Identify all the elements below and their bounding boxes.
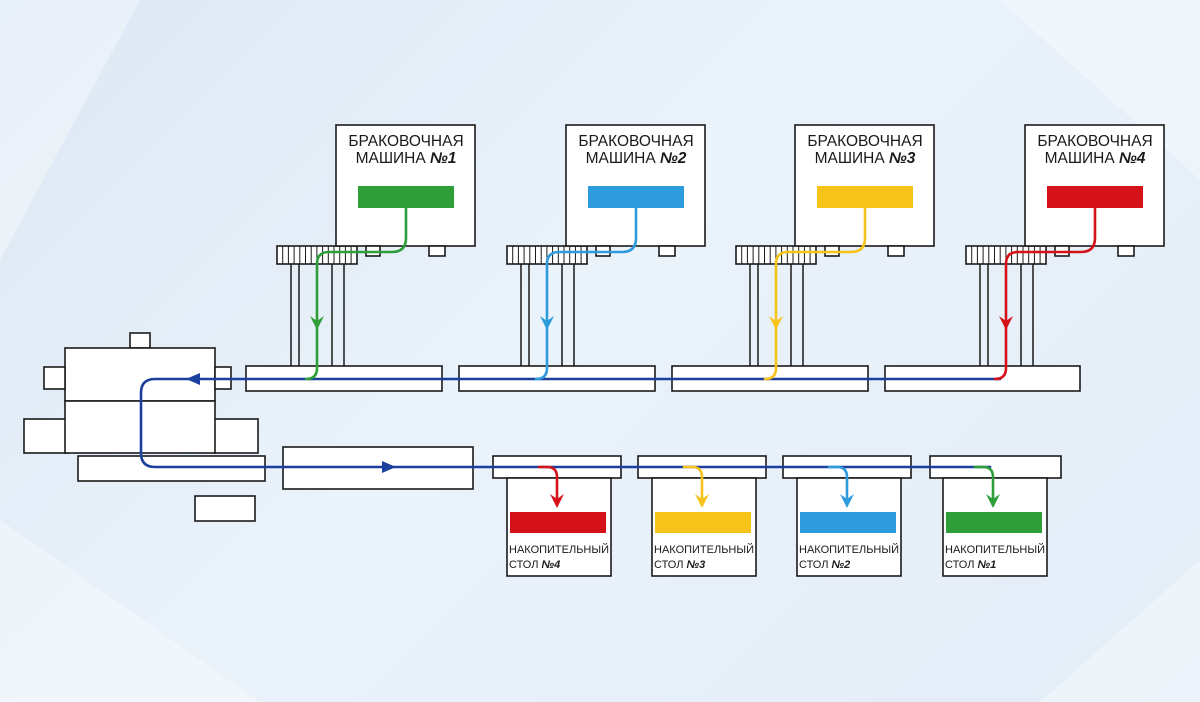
table-branch-arrow <box>986 494 1000 508</box>
accumulation-table: НАКОПИТЕЛЬНЫЙ СТОЛ №4 <box>506 477 612 577</box>
table-color-bar <box>655 512 751 533</box>
machine-branch-arrow <box>310 316 324 330</box>
machine-label-line2: МАШИНА №3 <box>815 150 916 167</box>
source-machine <box>23 332 266 522</box>
table-branch-flow <box>973 465 995 507</box>
feeder-comb <box>506 245 588 366</box>
table-color-bar <box>800 512 896 533</box>
main-flow-arrow-left <box>186 373 200 385</box>
accumulation-tables: НАКОПИТЕЛЬНЫЙ СТОЛ №4 НАКОПИТЕЛЬНЫЙ СТОЛ №3… <box>506 477 1048 577</box>
machine-label-line2: МАШИНА №2 <box>586 150 687 167</box>
table-branch-arrow <box>550 494 564 508</box>
table-label-line2: СТОЛ №3 <box>654 559 705 571</box>
machine-label: БРАКОВОЧНАЯ <box>807 133 922 150</box>
table-branch-flow <box>827 465 849 507</box>
machine-label: БРАКОВОЧНАЯ <box>578 133 693 150</box>
table-label: НАКОПИТЕЛЬНЫЙ <box>945 543 1045 556</box>
branch-flows <box>304 206 1097 508</box>
machine-label-line2: МАШИНА №4 <box>1045 150 1146 167</box>
table-branch-arrow <box>840 494 854 508</box>
feeder-comb <box>735 245 817 366</box>
machine-color-bar <box>358 186 454 208</box>
machine-branch-flow <box>763 206 867 381</box>
machine-branch-arrow <box>769 316 783 330</box>
machine-label: БРАКОВОЧНАЯ <box>1037 133 1152 150</box>
machine-branch-arrow <box>540 316 554 330</box>
table-branch-flow <box>682 465 704 507</box>
table-branch-flow <box>537 465 559 507</box>
accumulation-table: НАКОПИТЕЛЬНЫЙ СТОЛ №3 <box>651 477 757 577</box>
table-color-bar <box>510 512 606 533</box>
machine-color-bar <box>817 186 913 208</box>
main-flow <box>139 373 1002 473</box>
table-label-line2: СТОЛ №4 <box>509 559 560 571</box>
table-label: НАКОПИТЕЛЬНЫЙ <box>509 543 609 556</box>
table-color-bar <box>946 512 1042 533</box>
table-label-line2: СТОЛ №1 <box>945 559 996 571</box>
table-label: НАКОПИТЕЛЬНЫЙ <box>799 543 899 556</box>
machine-label-line2: МАШИНА №1 <box>356 150 457 167</box>
accumulation-table: НАКОПИТЕЛЬНЫЙ СТОЛ №2 <box>796 477 902 577</box>
machine-color-bar <box>588 186 684 208</box>
table-label-line2: СТОЛ №2 <box>799 559 850 571</box>
machine-label: БРАКОВОЧНАЯ <box>348 133 463 150</box>
machine-color-bar <box>1047 186 1143 208</box>
machine-branch-flow <box>993 206 1097 381</box>
table-branch-arrow <box>695 494 709 508</box>
machine-branch-flow <box>304 206 408 381</box>
table-label: НАКОПИТЕЛЬНЫЙ <box>654 543 754 556</box>
machine-branch-flow <box>534 206 638 381</box>
machine-branch-arrow <box>999 316 1013 330</box>
main-flow-arrow-right <box>382 461 396 473</box>
accumulation-table: НАКОПИТЕЛЬНЫЙ СТОЛ №1 <box>942 477 1048 577</box>
